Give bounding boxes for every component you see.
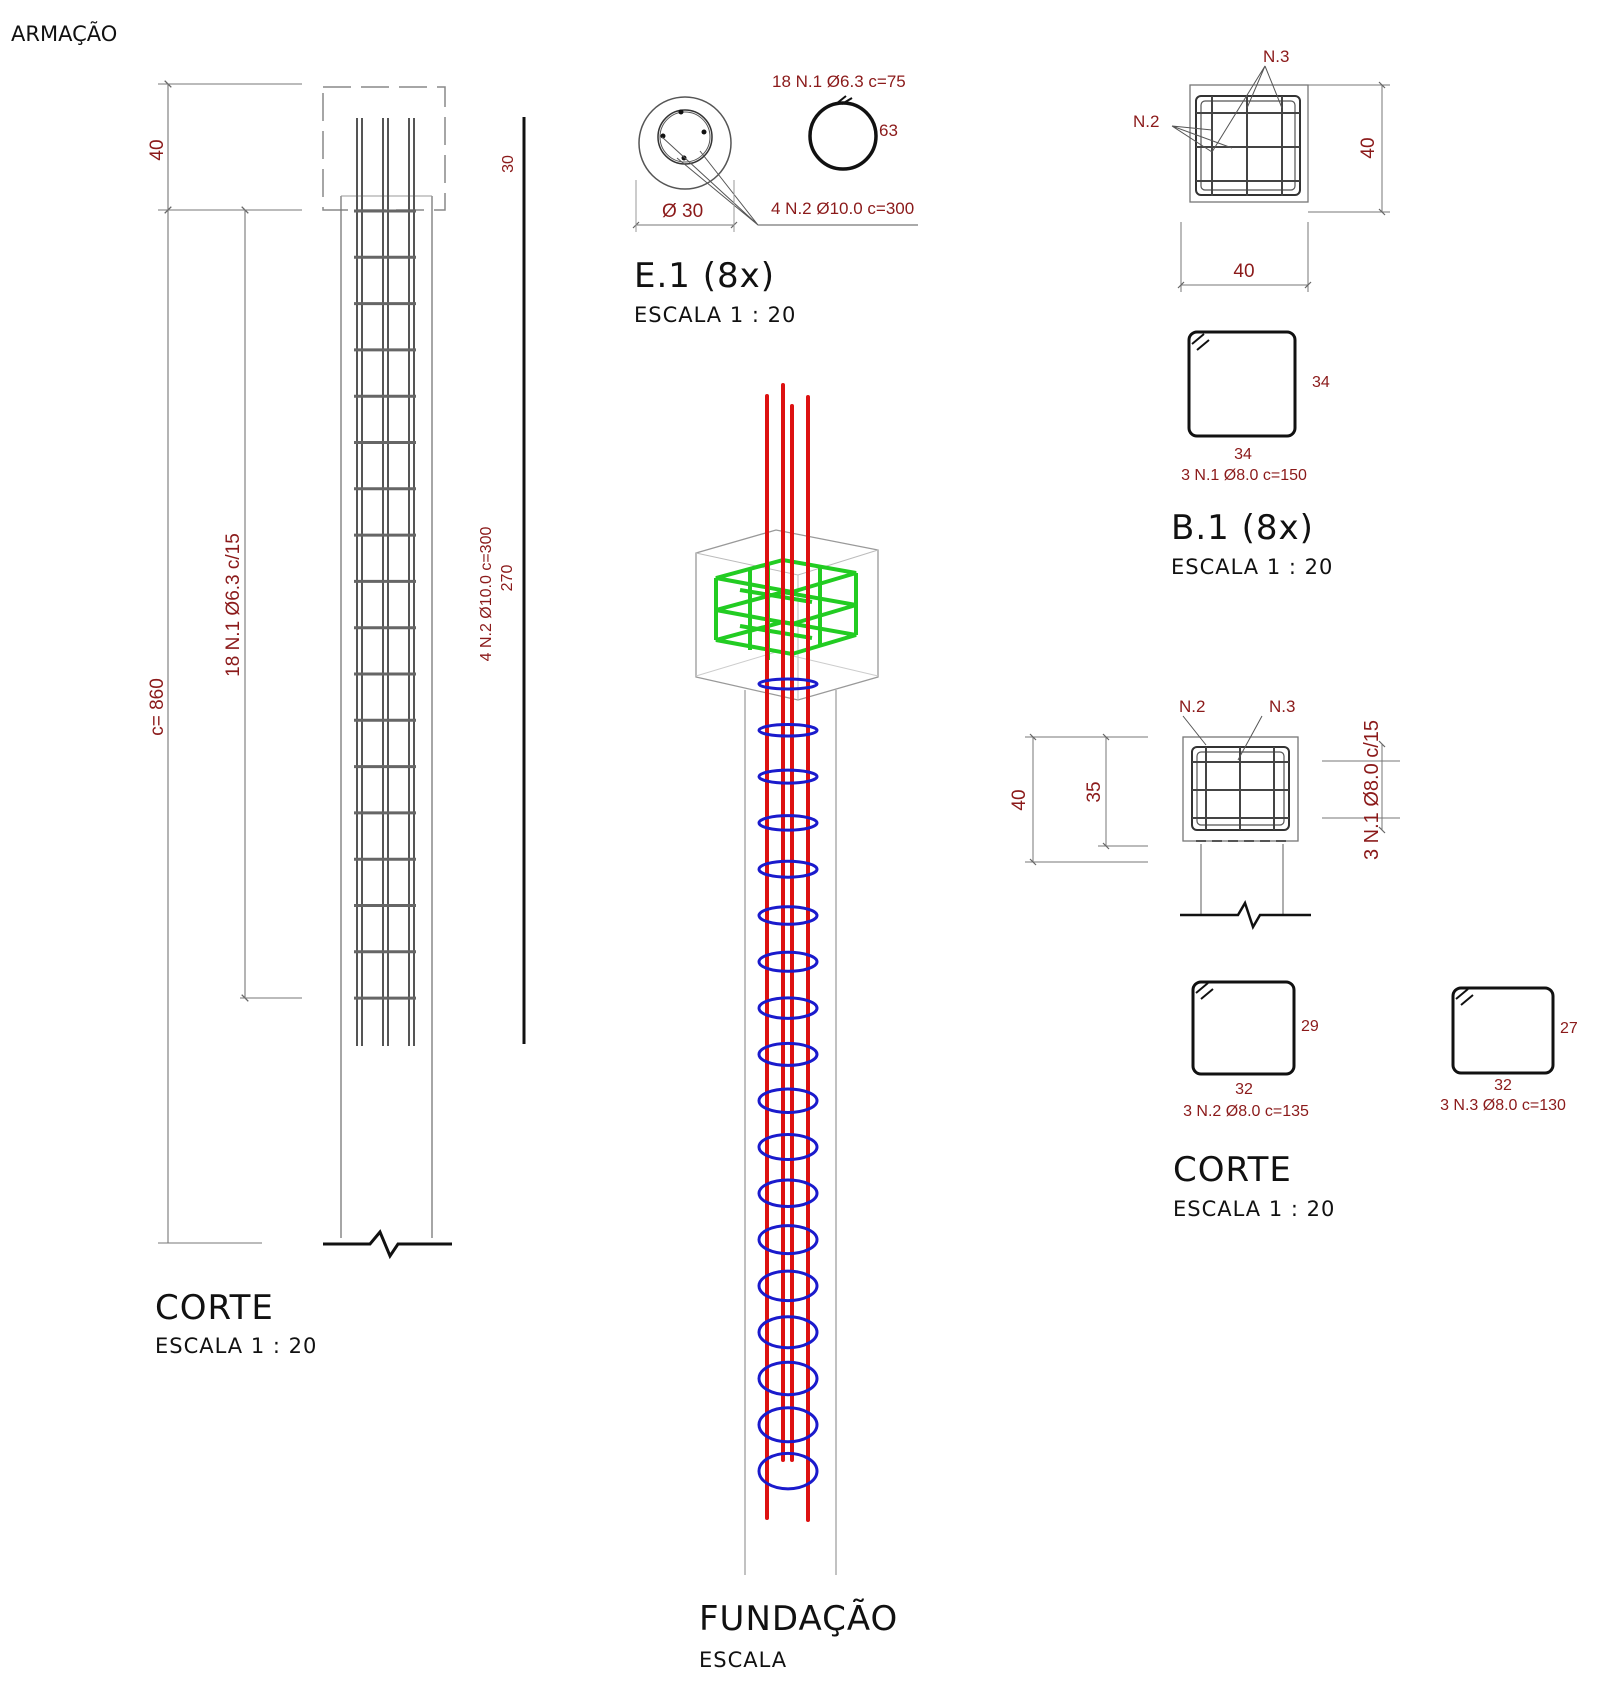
cr-n2-h: 29 (1301, 1018, 1319, 1035)
corte-left-title: CORTE (155, 1288, 274, 1328)
e1-diameter: Ø 30 (662, 201, 703, 222)
b1-detail: N.3 N.2 40 40 34 34 3 N.1 Ø8.0 c=150 (1133, 47, 1390, 484)
cr-stirrups: 3 N.1 Ø8.0 c/15 (1361, 720, 1383, 860)
cr-n2-spec: 3 N.2 Ø8.0 c=135 (1183, 1103, 1309, 1120)
b1-stirrup-h: 34 (1312, 374, 1330, 391)
stirrup-ring (757, 1087, 819, 1114)
corte-left-scale: ESCALA 1 : 20 (155, 1334, 318, 1358)
stirrup-ring (757, 1360, 819, 1397)
stirrup-ring (757, 859, 819, 879)
b1-height: 40 (1358, 137, 1379, 158)
dim-stirrup-spec: 18 N.1 Ø6.3 c/15 (223, 533, 244, 677)
stirrup-ring (757, 996, 819, 1020)
dim-bar-spec: 4 N.2 Ø10.0 c=300 (478, 527, 495, 662)
stirrup-ring (757, 1315, 819, 1350)
cr-n2-label: N.2 (1179, 697, 1205, 716)
corte-left-view: 40 c= 860 18 N.1 Ø6.3 c/15 4 N.2 Ø10.0 c… (147, 80, 526, 1260)
cr-n2-w: 32 (1235, 1081, 1253, 1098)
cr-n3-w: 32 (1494, 1077, 1512, 1094)
stirrup-ring (757, 1451, 819, 1491)
e1-bars-label: 4 N.2 Ø10.0 c=300 (771, 199, 914, 218)
dim-bar-top: 30 (500, 155, 517, 173)
corte-right-view: N.2 N.3 40 35 3 N.1 Ø8.0 c/15 29 32 3 N.… (1009, 697, 1578, 1120)
fundacao-3d-view (695, 383, 879, 1575)
b1-n3-label: N.3 (1263, 47, 1289, 66)
b1-title: B.1 (8x) (1171, 508, 1314, 548)
stirrup-ring (757, 814, 819, 832)
cr-n3-h: 27 (1560, 1020, 1578, 1037)
corte-right-title: CORTE (1173, 1150, 1292, 1190)
longitudinal-bars-3d (765, 383, 810, 1522)
stirrup-ring (757, 677, 819, 691)
e1-ring-size: 63 (879, 121, 898, 140)
dim-bar-length: 270 (499, 565, 516, 592)
stirrup-ring (757, 1178, 819, 1209)
b1-stirrup-w: 34 (1234, 446, 1252, 463)
corte-right-scale: ESCALA 1 : 20 (1173, 1197, 1336, 1221)
dim-col-top: 40 (147, 139, 168, 160)
cr-inner: 35 (1084, 781, 1105, 802)
b1-scale: ESCALA 1 : 20 (1171, 555, 1334, 579)
stirrup-ring (757, 905, 819, 926)
b1-n2-label: N.2 (1133, 112, 1159, 131)
fundacao-title: FUNDAÇÃO (699, 1599, 899, 1639)
cr-n3-spec: 3 N.3 Ø8.0 c=130 (1440, 1097, 1566, 1114)
e1-title: E.1 (8x) (634, 256, 776, 296)
stirrup-ring (757, 1406, 819, 1444)
stirrup-ring (757, 1224, 819, 1256)
e1-stirrup-label: 18 N.1 Ø6.3 c=75 (772, 72, 906, 91)
stirrup-ring (757, 723, 819, 738)
e1-scale: ESCALA 1 : 20 (634, 303, 797, 327)
stirrup-ring (757, 1269, 819, 1303)
stirrup-ring (757, 1041, 819, 1067)
stirrup-ring (757, 950, 819, 973)
b1-stirrup-spec: 3 N.1 Ø8.0 c=150 (1181, 467, 1307, 484)
dim-col-length: c= 860 (147, 678, 168, 736)
sheet-header: ARMAÇÃO (11, 22, 118, 46)
stirrup-ring (757, 768, 819, 785)
fundacao-scale: ESCALA (699, 1648, 788, 1672)
b1-width: 40 (1233, 261, 1254, 282)
cap-cage (714, 557, 858, 660)
cr-n3-label: N.3 (1269, 697, 1295, 716)
stirrups (354, 209, 416, 1000)
stirrup-ring (757, 1133, 819, 1161)
stirrups-3d (757, 677, 819, 1491)
e1-detail: 18 N.1 Ø6.3 c=75 63 Ø 30 4 N.2 Ø10.0 c=3… (632, 72, 918, 232)
cr-height: 40 (1009, 789, 1030, 810)
